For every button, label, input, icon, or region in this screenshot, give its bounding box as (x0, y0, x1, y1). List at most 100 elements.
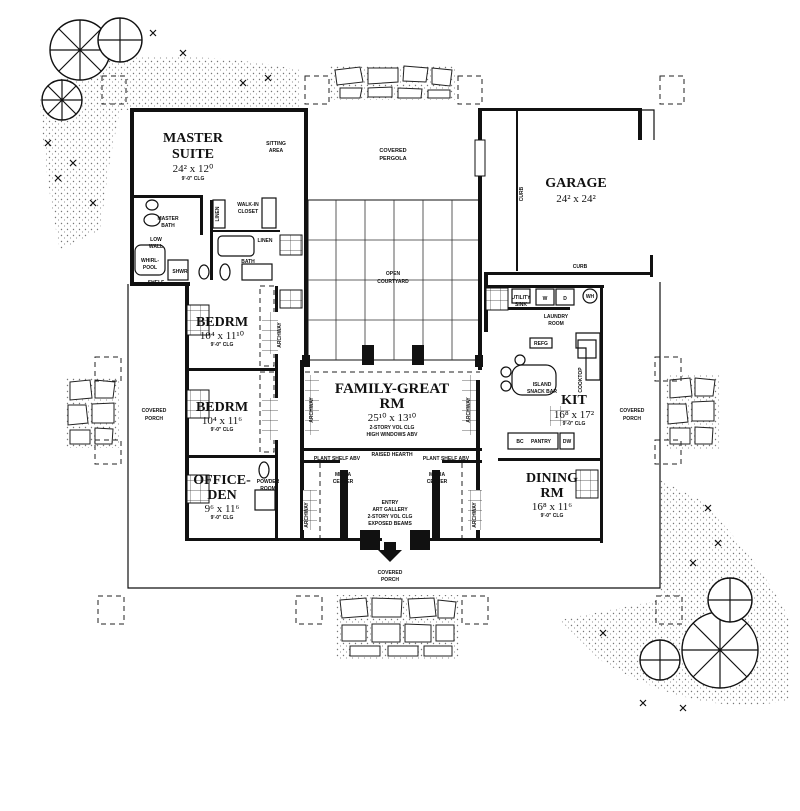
plant-shelf-label: PLANT SHELF ABV (314, 456, 361, 462)
utility-sink-label: SINK (515, 302, 527, 308)
office-den-clg: 9'-0" CLG (211, 515, 234, 521)
bath-label: BATH (241, 259, 255, 265)
dryer-label: D (563, 296, 567, 302)
archway-label: ARCHWAY (309, 397, 315, 423)
office-den-label: OFFICE- (193, 473, 251, 488)
dining-label: RM (540, 486, 563, 501)
utility-sink-label: UTILITY (512, 295, 532, 301)
covered-porch-left-label: PORCH (145, 416, 163, 422)
covered-porch-left-label: COVERED (142, 408, 167, 414)
stone-path-left (65, 378, 120, 448)
landscape-top-left (40, 17, 300, 250)
shrub-icon (599, 504, 722, 712)
family-great-note: HIGH WINDOWS ABV (367, 432, 419, 438)
bc-label: BC (516, 439, 524, 445)
toilet-icon (258, 461, 270, 479)
water-heater-label: WH (586, 294, 595, 300)
family-entry-walls (300, 360, 482, 550)
master-suite-label: SUITE (172, 147, 214, 162)
open-courtyard-label: OPEN (386, 271, 401, 277)
low-wall-label: WALL (149, 244, 163, 250)
archway-label: ARCHWAY (277, 322, 283, 348)
master-suite-clg: 9'-0" CLG (182, 176, 205, 182)
dining-label: DINING (526, 471, 578, 486)
media-center-label: MEDIA (429, 472, 446, 478)
covered-porch-right-label: PORCH (623, 416, 641, 422)
island-icon (511, 364, 557, 396)
shower-icon (167, 259, 189, 281)
bedroom-2-label: BEDRM (196, 400, 248, 415)
sitting-area-label: AREA (269, 148, 284, 154)
kitchen-dim: 16⁸ x 17² (554, 409, 595, 421)
media-center-label: CENTER (427, 479, 448, 485)
powder-room-label: POWDER (257, 479, 280, 485)
shrub-icon (44, 29, 272, 207)
entry-label: ART GALLERY (372, 507, 408, 513)
garage-walls (482, 108, 653, 277)
covered-porch-front-label: PORCH (381, 577, 399, 583)
plant-shelf-label: PLANT SHELF ABV (423, 456, 470, 462)
master-suite-dim: 24² x 12⁰ (173, 163, 214, 175)
master-bath-fixtures (134, 197, 277, 281)
family-great-note: 2-STORY VOL CLG (370, 425, 415, 431)
bedroom-2-clg: 9'-0" CLG (211, 427, 234, 433)
family-great-label: FAMILY-GREAT (335, 381, 449, 397)
entry-arrow-icon (378, 542, 402, 562)
garage-label: GARAGE (545, 176, 606, 191)
archway-label: ARCHWAY (472, 502, 478, 528)
walk-in-closet-label: WALK-IN (237, 202, 259, 208)
whirlpool-label: POOL (143, 265, 157, 271)
washer-label: W (543, 296, 548, 302)
shelf-label: SHELF (148, 280, 164, 286)
stone-path-top (330, 65, 455, 100)
sitting-area-label: SITTING (266, 141, 286, 147)
laundry-room-label: ROOM (548, 321, 564, 327)
whirlpool-icon (134, 244, 166, 276)
powder-room-label: ROOM (260, 486, 276, 492)
low-wall-label: LOW (150, 237, 162, 243)
pantry-label: PANTRY (531, 439, 552, 445)
walk-in-closet-label: CLOSET (238, 209, 258, 215)
archway-label: ARCHWAY (304, 502, 310, 528)
master-bath-label: BATH (161, 223, 175, 229)
whirlpool-label: WHIRL- (141, 258, 159, 264)
linen-label: LINEN (258, 238, 273, 244)
garage-curb-label: CURB (573, 264, 588, 270)
media-center-label: MEDIA (335, 472, 352, 478)
entry-label: ENTRY (382, 500, 399, 506)
landscape-bottom-right (560, 480, 790, 712)
bathtub-icon (217, 235, 255, 257)
bedroom-2-dim: 10⁴ x 11⁶ (202, 415, 242, 427)
office-den-label: DEN (207, 488, 237, 503)
dining-dim: 16⁸ x 11⁶ (532, 501, 572, 513)
office-den-dim: 9⁶ x 11⁶ (205, 503, 240, 515)
island-snack-bar-label: ISLAND (533, 382, 552, 388)
sink-icon (254, 489, 276, 511)
master-bath-label: MASTER (157, 216, 179, 222)
stone-path-right (665, 375, 720, 450)
garage-dim: 24² x 24² (556, 193, 596, 205)
stone-path-bottom (335, 595, 460, 660)
refrigerator-label: REFG (534, 341, 548, 347)
covered-porch-front-label: COVERED (378, 570, 403, 576)
dining-clg: 9'-0" CLG (541, 513, 564, 519)
family-great-label: RM (380, 396, 405, 412)
shower-label: SHWR (172, 269, 188, 275)
laundry-fixtures (507, 288, 601, 450)
open-courtyard-label: COURTYARD (377, 279, 409, 285)
courtyard (302, 108, 483, 370)
water-heater-icon (582, 288, 598, 304)
toilet-icon (198, 264, 210, 280)
porch-columns (94, 75, 685, 625)
bedroom-1-clg: 9'-0" CLG (211, 342, 234, 348)
archway-label: ARCHWAY (466, 397, 472, 423)
covered-porch-right-label: COVERED (620, 408, 645, 414)
covered-pergola-label: PERGOLA (379, 156, 406, 162)
kitchen-clg: 9'-0" CLG (563, 421, 586, 427)
garage-curb-label: CURB (519, 186, 525, 201)
washer-icon (535, 288, 555, 306)
cooktop-label: COOKTOP (578, 367, 584, 393)
family-great-dim: 25¹⁰ x 13¹⁰ (368, 412, 417, 424)
raised-hearth-label: RAISED HEARTH (371, 452, 413, 458)
